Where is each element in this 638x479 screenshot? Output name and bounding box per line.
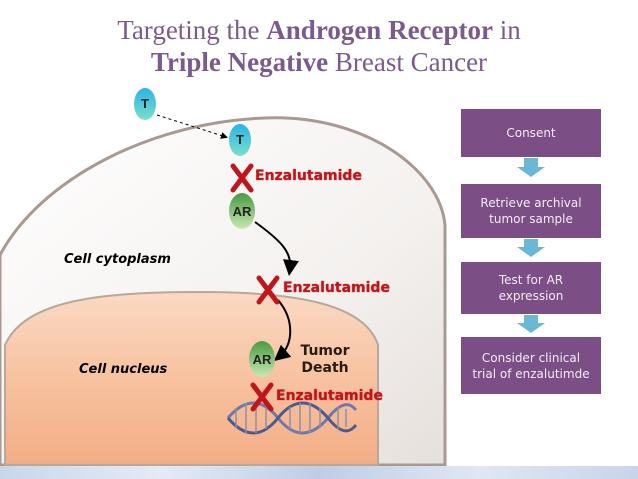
ar-nuclear-arrow bbox=[273, 299, 292, 362]
flow-step-3-line-2: expression bbox=[498, 289, 564, 303]
flow-step-2-line-1: Retrieve archival bbox=[480, 196, 582, 210]
tumor-death-label: Tumor Death bbox=[290, 343, 360, 377]
testosterone-entry-arrow bbox=[156, 114, 228, 139]
enzalutamide-label-2: Enzalutamide bbox=[283, 280, 390, 296]
cell-nucleus-shape bbox=[4, 290, 379, 466]
tumor-death-line-2: Death bbox=[301, 360, 349, 376]
flow-step-test-ar: Test for AR expression bbox=[461, 262, 601, 314]
androgen-receptor-label-cytoplasm: AR bbox=[232, 204, 252, 219]
flow-step-4-line-1: Consider clinical bbox=[481, 350, 581, 365]
testosterone-molecule-inside bbox=[229, 124, 251, 156]
inhibition-x-mark-1 bbox=[230, 163, 254, 193]
flow-arrow-2 bbox=[517, 239, 545, 257]
flow-step-3-line-1: Test for AR bbox=[498, 273, 564, 287]
flow-step-clinical-trial: Consider clinical trial of enzalutimde bbox=[461, 337, 601, 394]
cell-cytoplasm-label: Cell cytoplasm bbox=[64, 252, 171, 267]
flow-step-4-line-2: trial of enzalutimde bbox=[472, 366, 590, 381]
flow-arrow-1 bbox=[517, 158, 545, 177]
androgen-receptor-cytoplasm bbox=[229, 193, 255, 229]
footer-decorative-strip bbox=[0, 466, 638, 479]
androgen-receptor-nucleus bbox=[249, 341, 275, 377]
flow-arrow-3 bbox=[517, 315, 545, 333]
tumor-death-line-1: Tumor bbox=[300, 343, 350, 359]
testosterone-label-outside: T bbox=[141, 96, 149, 111]
flowchart-arrows bbox=[517, 158, 545, 333]
slide-title-line-2: Triple Negative Breast Cancer bbox=[150, 47, 488, 77]
flow-step-retrieve-sample: Retrieve archival tumor sample bbox=[461, 184, 601, 238]
enzalutamide-label-1: Enzalutamide bbox=[255, 168, 362, 184]
inhibition-x-mark-2 bbox=[256, 275, 280, 305]
testosterone-label-inside: T bbox=[236, 132, 244, 147]
flow-step-2-line-2: tumor sample bbox=[489, 212, 573, 226]
enzalutamide-label-3: Enzalutamide bbox=[276, 388, 383, 404]
androgen-receptor-label-nucleus: AR bbox=[252, 352, 272, 367]
testosterone-molecule-outside bbox=[134, 88, 156, 120]
cell-nucleus-label: Cell nucleus bbox=[79, 362, 168, 377]
flow-step-1-line-1: Consent bbox=[506, 126, 556, 140]
inhibition-x-mark-3 bbox=[250, 382, 274, 412]
slide-title-line-1: Targeting the Androgen Receptor in bbox=[117, 15, 521, 45]
flow-step-consent: Consent bbox=[461, 109, 601, 157]
ar-translocation-arrow bbox=[254, 221, 299, 276]
